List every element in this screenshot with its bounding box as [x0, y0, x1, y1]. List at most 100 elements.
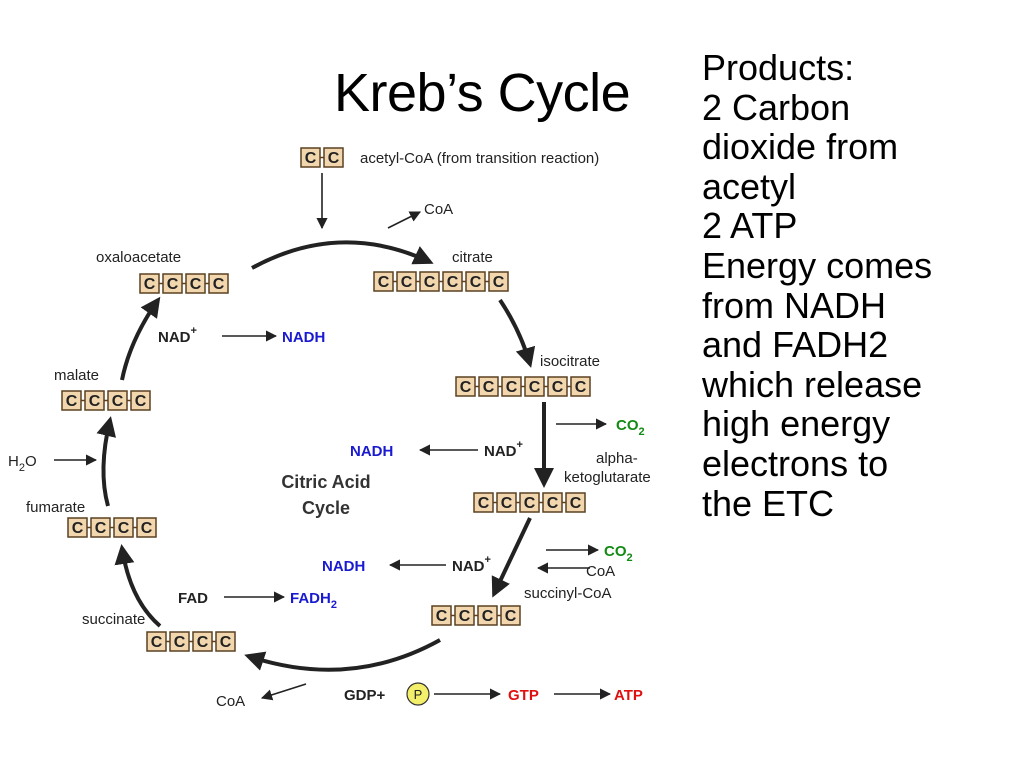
- arrow-coa-out-1: [387, 211, 422, 229]
- carbon-letter: C: [328, 150, 340, 167]
- arrow-citrate-to-isocitrate: [498, 298, 536, 368]
- phosphate-icon: P: [406, 682, 430, 706]
- co2-1-label: CO2: [616, 417, 645, 438]
- carbon-letter: C: [167, 276, 179, 293]
- atp-label: ATP: [614, 687, 643, 704]
- carbon-letter: C: [552, 379, 564, 396]
- carbon-letter: C: [174, 634, 186, 651]
- carbon-letter: C: [89, 393, 101, 410]
- products-line: acetyl: [702, 165, 797, 207]
- carbon-letter: C: [401, 274, 413, 291]
- carbon-letter: C: [505, 608, 517, 625]
- carbon-letter: C: [112, 393, 124, 410]
- carbon-letter: C: [220, 634, 232, 651]
- center-label-1: Citric Acid: [281, 472, 370, 492]
- malate-label: malate: [54, 367, 99, 384]
- nad-1-label: NAD+: [158, 325, 197, 346]
- arrow-ketoglutarate-to-succinylcoa: [491, 517, 532, 598]
- products-line: Energy comes: [702, 244, 933, 286]
- carbon-letter: C: [95, 520, 107, 537]
- arrow-succinylcoa-to-succinate: [244, 638, 441, 672]
- succinylcoa-label: succinyl-CoA: [524, 585, 612, 602]
- carbon-letter: C: [118, 520, 130, 537]
- citrate-label: citrate: [452, 249, 493, 266]
- carbon-letter: C: [524, 495, 536, 512]
- carbon-letter: C: [190, 276, 202, 293]
- carbon-letter: C: [424, 274, 436, 291]
- nad-3-label: NAD+: [452, 554, 491, 575]
- carbon-box: [208, 273, 229, 294]
- title: Kreb’s Cycle: [334, 63, 631, 123]
- carbon-box: [500, 605, 521, 626]
- side-arrows: [54, 173, 612, 701]
- carbon-letter: C: [529, 379, 541, 396]
- carbon-letter: C: [72, 520, 84, 537]
- carbon-letter: C: [436, 608, 448, 625]
- arrow-succinate-to-fumarate: [114, 544, 162, 628]
- succinate-label: succinate: [82, 611, 145, 628]
- carbon-box: [130, 390, 151, 411]
- carbon-box: [565, 492, 586, 513]
- nadh-3-label: NADH: [322, 558, 365, 575]
- co2-2-label: CO2: [604, 543, 633, 564]
- carbon-letter: C: [460, 379, 472, 396]
- coa-out-2-label: CoA: [216, 693, 245, 710]
- carbon-letter: C: [482, 608, 494, 625]
- carbon-letter: C: [66, 393, 78, 410]
- carbon-letter: C: [501, 495, 513, 512]
- coa-in-label: CoA: [586, 563, 615, 580]
- oxaloacetate-label: oxaloacetate: [96, 249, 181, 266]
- products-line: 2 Carbon: [702, 86, 851, 128]
- nadh-1-label: NADH: [282, 329, 325, 346]
- carbon-letter: C: [447, 274, 459, 291]
- carbon-letter: C: [575, 379, 587, 396]
- cycle-arrows: [96, 240, 554, 672]
- carbon-letter: C: [378, 274, 390, 291]
- arrow-fumarate-to-malate: [96, 416, 116, 507]
- carbon-letter: C: [493, 274, 505, 291]
- carbon-box: [136, 517, 157, 538]
- carbon-letter: C: [478, 495, 490, 512]
- carbon-letter: C: [570, 495, 582, 512]
- ketoglutarate-label-1: alpha-: [596, 450, 638, 467]
- carbon-letter: C: [135, 393, 147, 410]
- carbon-letter: C: [213, 276, 225, 293]
- fadh2-label: FADH2: [290, 590, 337, 611]
- products-line: and FADH2: [702, 324, 889, 366]
- products-line: dioxide from: [702, 126, 899, 168]
- carbon-letter: C: [459, 608, 471, 625]
- arrow-malate-to-oxaloacetate: [120, 296, 161, 381]
- carbon-letter: C: [141, 520, 153, 537]
- fumarate-label: fumarate: [26, 499, 85, 516]
- arrow-oxaloacetate-to-citrate: [251, 240, 434, 270]
- svg-text:P: P: [414, 687, 423, 702]
- products-line: 2 ATP: [702, 205, 798, 247]
- coa-out-1-label: CoA: [424, 201, 453, 218]
- carbon-box: [323, 147, 344, 168]
- carbon-letter: C: [197, 634, 209, 651]
- arrow-coa-out-2: [260, 683, 307, 701]
- products-line: electrons to: [702, 442, 889, 484]
- h2o-label: H2O: [8, 453, 37, 474]
- carbon-letter: C: [144, 276, 156, 293]
- carbon-letter: C: [470, 274, 482, 291]
- acetylcoa-label: acetyl-CoA (from transition reaction): [360, 150, 599, 167]
- products-line: the ETC: [702, 482, 835, 524]
- ketoglutarate-label-2: ketoglutarate: [564, 469, 651, 486]
- carbon-letter: C: [305, 150, 317, 167]
- gdp-label: GDP+: [344, 687, 386, 704]
- nadh-2-label: NADH: [350, 443, 393, 460]
- carbon-letter: C: [151, 634, 163, 651]
- carbon-letter: C: [483, 379, 495, 396]
- isocitrate-label: isocitrate: [540, 353, 600, 370]
- fad-label: FAD: [178, 590, 208, 607]
